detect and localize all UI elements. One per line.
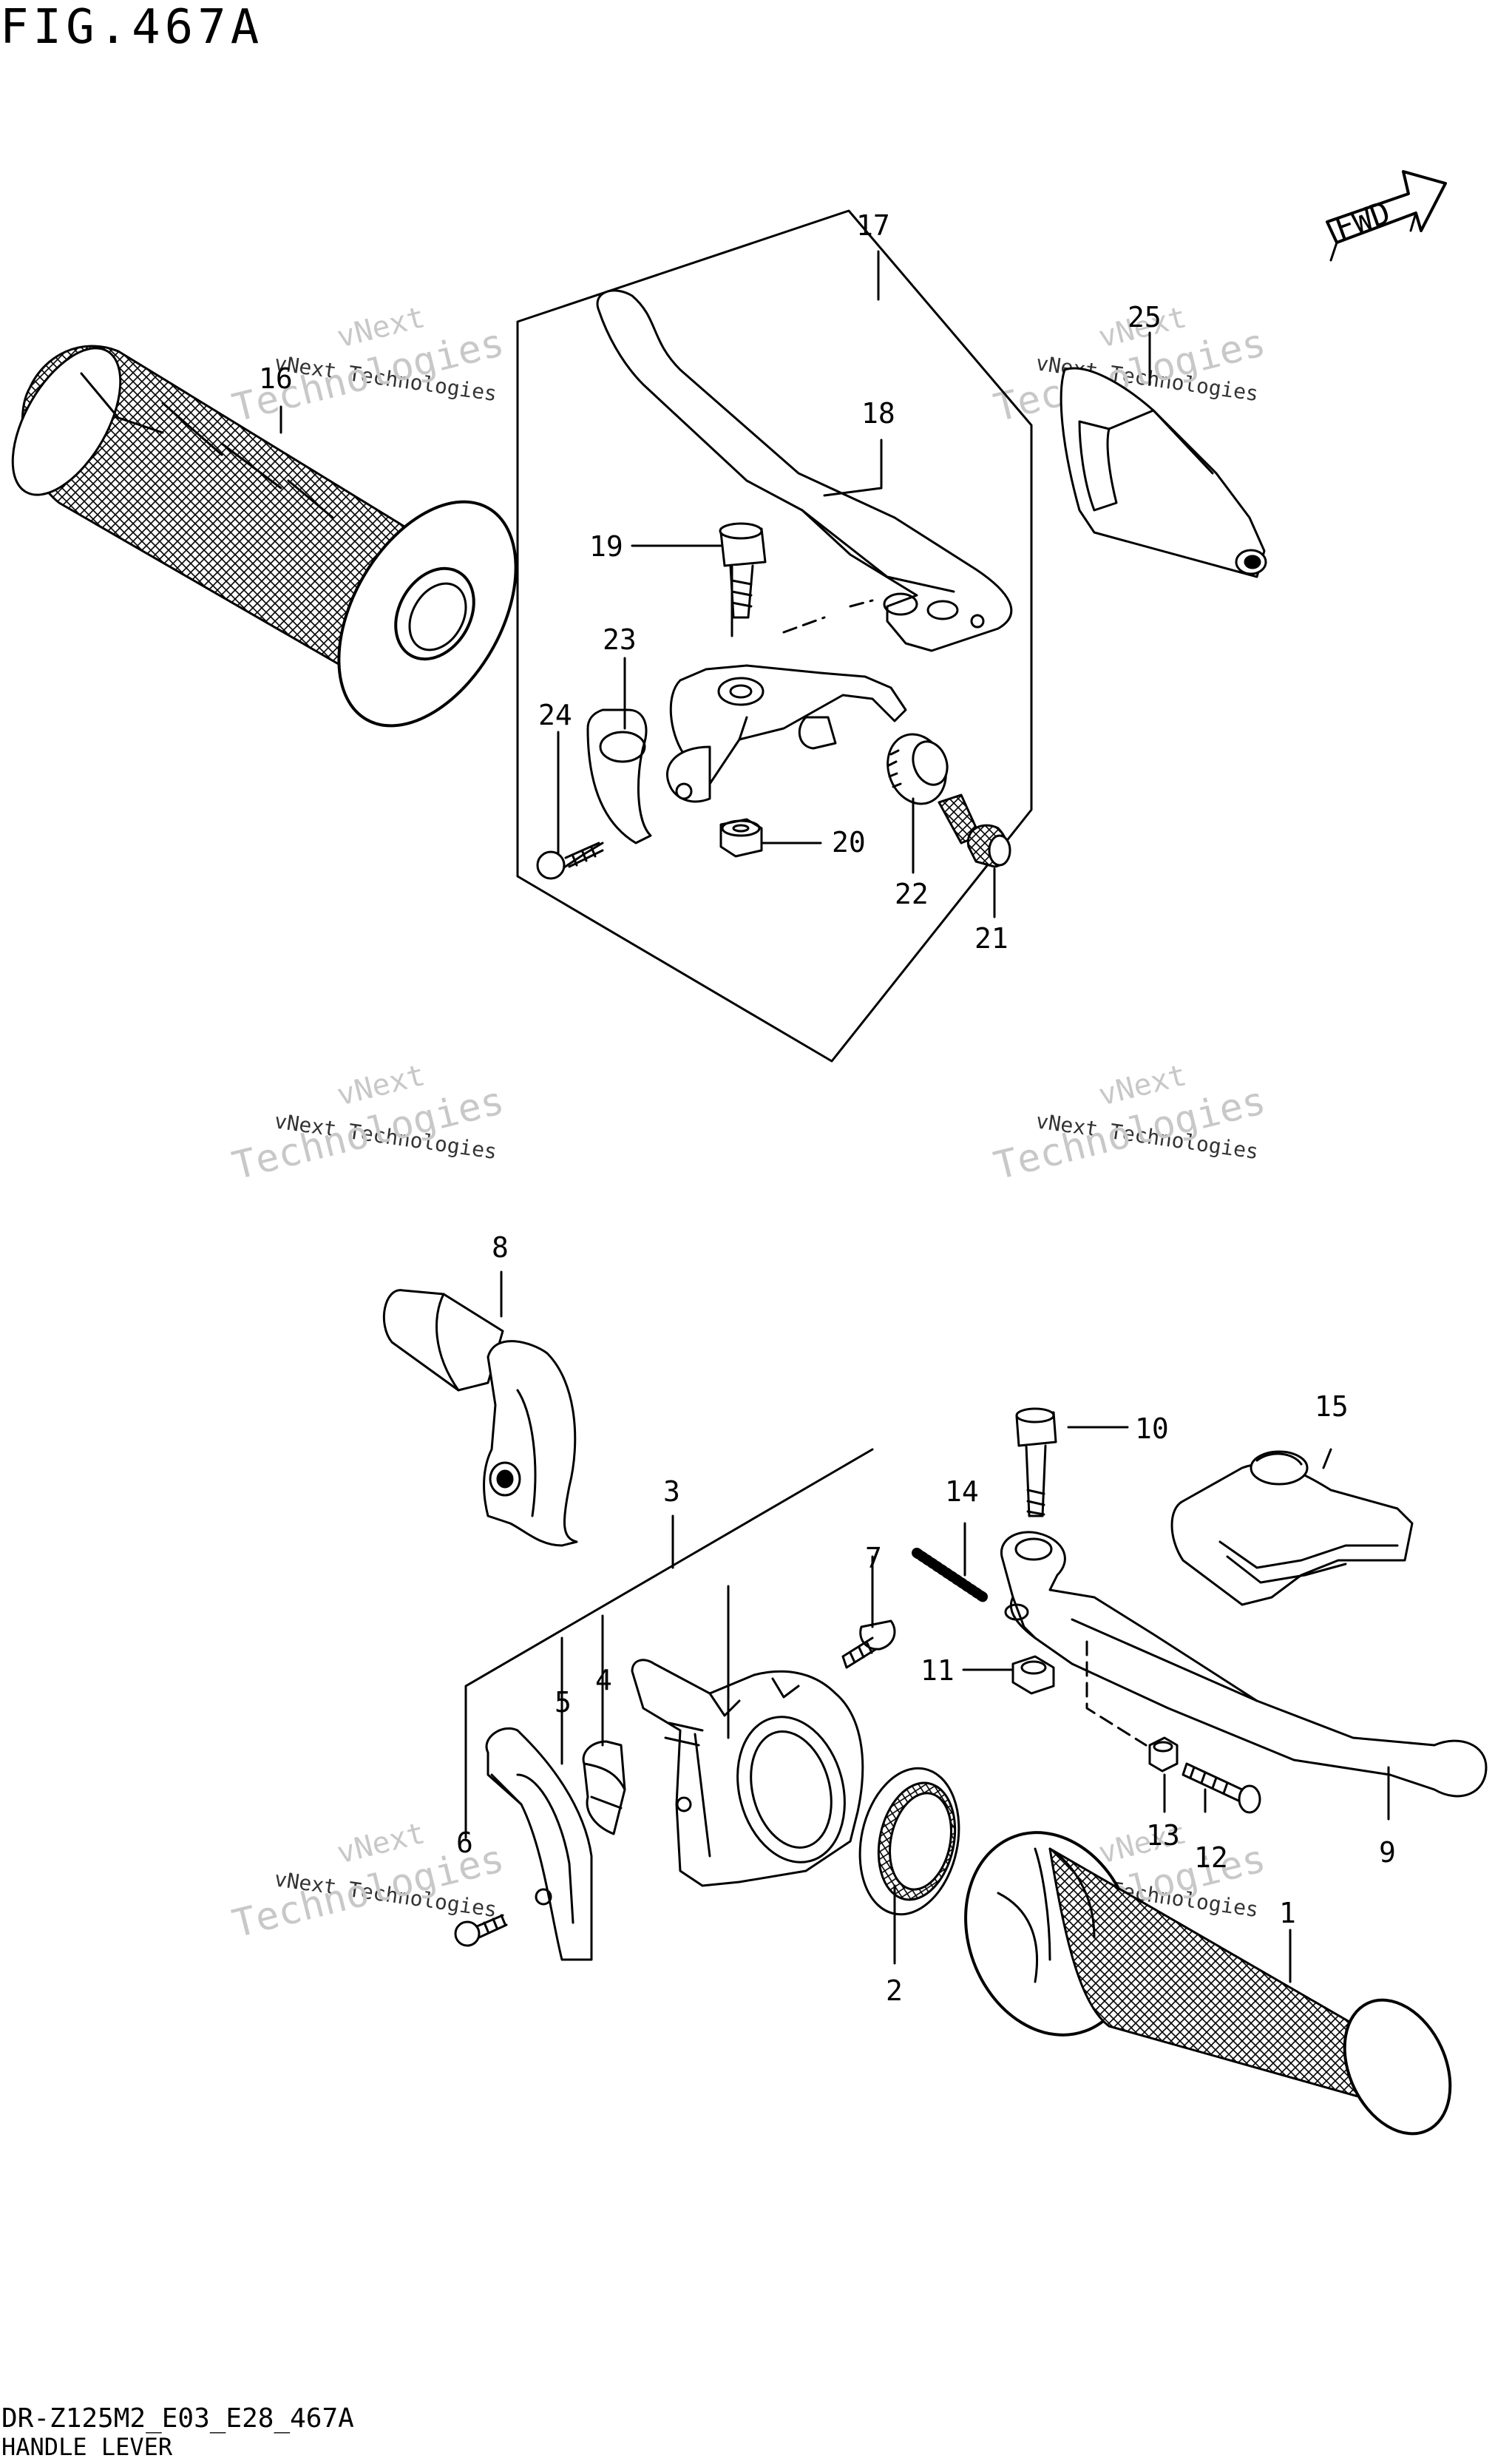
callout-18: 18 xyxy=(861,397,895,430)
figure-code: DR-Z125M2_E03_E28_467A xyxy=(1,2403,354,2434)
callout-16: 16 xyxy=(259,362,293,395)
part-14-spring xyxy=(912,1548,989,1602)
callout-7: 7 xyxy=(865,1542,882,1574)
callout-6: 6 xyxy=(456,1827,473,1859)
part-22-adjuster xyxy=(886,733,949,805)
callout-2: 2 xyxy=(886,1974,903,2007)
callout-4: 4 xyxy=(595,1664,612,1696)
callout-14: 14 xyxy=(945,1475,979,1508)
callout-22: 22 xyxy=(895,878,929,910)
watermark: vNext vNext Technologies Technologies xyxy=(990,1058,1270,1189)
part-20-nut xyxy=(719,818,763,858)
callout-3: 3 xyxy=(663,1475,680,1508)
part-8-holder xyxy=(382,1289,578,1547)
callout-10: 10 xyxy=(1135,1412,1169,1445)
callout-11: 11 xyxy=(921,1654,955,1687)
part-12-bolt xyxy=(1182,1762,1261,1814)
callout-9: 9 xyxy=(1379,1836,1396,1869)
callout-19: 19 xyxy=(589,530,623,563)
leader-lines xyxy=(279,250,1390,1983)
part-1-throttle-grip xyxy=(964,1831,1452,2136)
callout-23: 23 xyxy=(603,623,637,656)
part-18-lever xyxy=(596,289,1013,652)
callout-20: 20 xyxy=(832,826,866,859)
part-6-screw xyxy=(454,1914,508,1947)
part-24-clamp xyxy=(536,708,652,880)
part-13-nut xyxy=(1148,1736,1179,1773)
callout-labels: 1 2 3 4 5 6 7 8 9 10 11 12 13 14 15 16 1… xyxy=(259,209,1396,2007)
part-23-lever-holder xyxy=(665,664,907,803)
callout-24: 24 xyxy=(538,699,572,731)
callout-1: 1 xyxy=(1279,1897,1296,1929)
part-15-cover xyxy=(1170,1450,1414,1606)
part-16-left-grip xyxy=(11,345,518,728)
part-7-bolt xyxy=(841,1619,896,1669)
callout-17: 17 xyxy=(856,209,890,242)
part-21-adjust-bolt xyxy=(938,793,1011,868)
watermark: vNext vNext Technologies Technologies xyxy=(228,1058,509,1189)
figure-name: HANDLE LEVER xyxy=(1,2433,173,2461)
part-9-lever xyxy=(1000,1531,1488,1798)
part-11-nut xyxy=(1011,1655,1055,1695)
callout-15: 15 xyxy=(1315,1390,1349,1423)
part-25-cover xyxy=(1060,367,1267,578)
part-4-collar xyxy=(582,1740,626,1835)
callout-12: 12 xyxy=(1194,1841,1228,1874)
part-10-pivot-bolt xyxy=(1015,1407,1057,1517)
callout-13: 13 xyxy=(1146,1819,1180,1852)
assembly-outline-17 xyxy=(516,209,1033,1063)
fwd-arrow-icon xyxy=(1326,170,1447,262)
part-2-guide-ring xyxy=(858,1767,960,1916)
part-5-housing-half xyxy=(485,1727,593,1961)
part-19-pivot-bolt xyxy=(719,522,767,619)
figure-title: FIG.467A xyxy=(0,0,264,55)
part-3-throttle-housing xyxy=(631,1659,864,1887)
callout-8: 8 xyxy=(492,1231,509,1264)
callout-25: 25 xyxy=(1128,301,1162,334)
callout-21: 21 xyxy=(974,922,1008,955)
callout-5: 5 xyxy=(555,1686,572,1719)
fwd-label: FWD xyxy=(1330,194,1395,247)
